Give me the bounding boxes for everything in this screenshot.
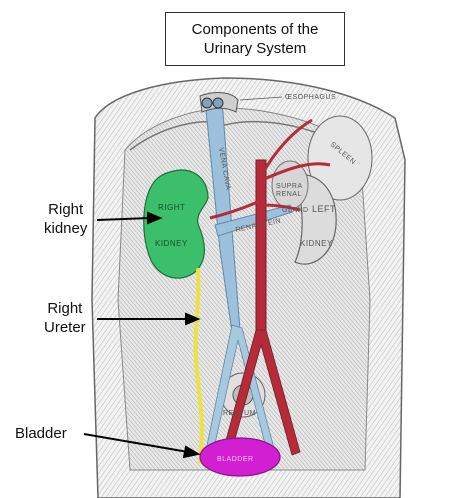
spleen [307,115,373,201]
diaphragm [129,120,351,151]
aorta [255,159,267,336]
label-supra-renal-1: SUPRA [276,183,303,190]
label-supra-renal-2: RENAL [276,191,302,198]
diagram-title: Components of the Urinary System [165,12,345,66]
callout-line: Ureter [44,319,86,336]
bladder [199,437,281,477]
bladder-arrow-line [83,433,189,453]
label-bladder: BLADDER [217,456,254,463]
kidney-arrow-line [96,217,151,221]
label-right: RIGHT [158,203,185,212]
ureter-arrow-head [185,312,201,326]
right-kidney [143,169,209,279]
coeliac-branches [209,118,331,220]
label-right-kidney: KIDNEY [155,239,188,248]
title-line-2: Urinary System [203,40,307,57]
oesophagus-ring-1 [201,97,213,109]
oesophagus-ring-2 [212,97,224,109]
label-rectum: RECTUM [223,410,256,417]
label-gland: GLAND [282,207,309,214]
label-oesophagus: ŒSOPHAGUS [285,94,336,101]
right-ureter [193,268,204,464]
callout-bladder: Bladder [15,424,67,443]
callout-line: Right [47,300,83,317]
callout-right-ureter: Right Ureter [44,299,86,337]
label-left-kidney: KIDNEY [300,239,333,248]
bladder-arrow-head [182,445,201,459]
title-line-1: Components of the [191,21,319,38]
callout-line: Bladder [15,425,67,442]
callout-right-kidney: Right kidney [44,200,87,238]
label-left: LEFT [312,204,336,214]
callout-line: kidney [44,220,88,237]
kidney-arrow-head [147,211,163,225]
oesophagus-leader [239,96,283,101]
callout-line: Right [48,201,84,218]
